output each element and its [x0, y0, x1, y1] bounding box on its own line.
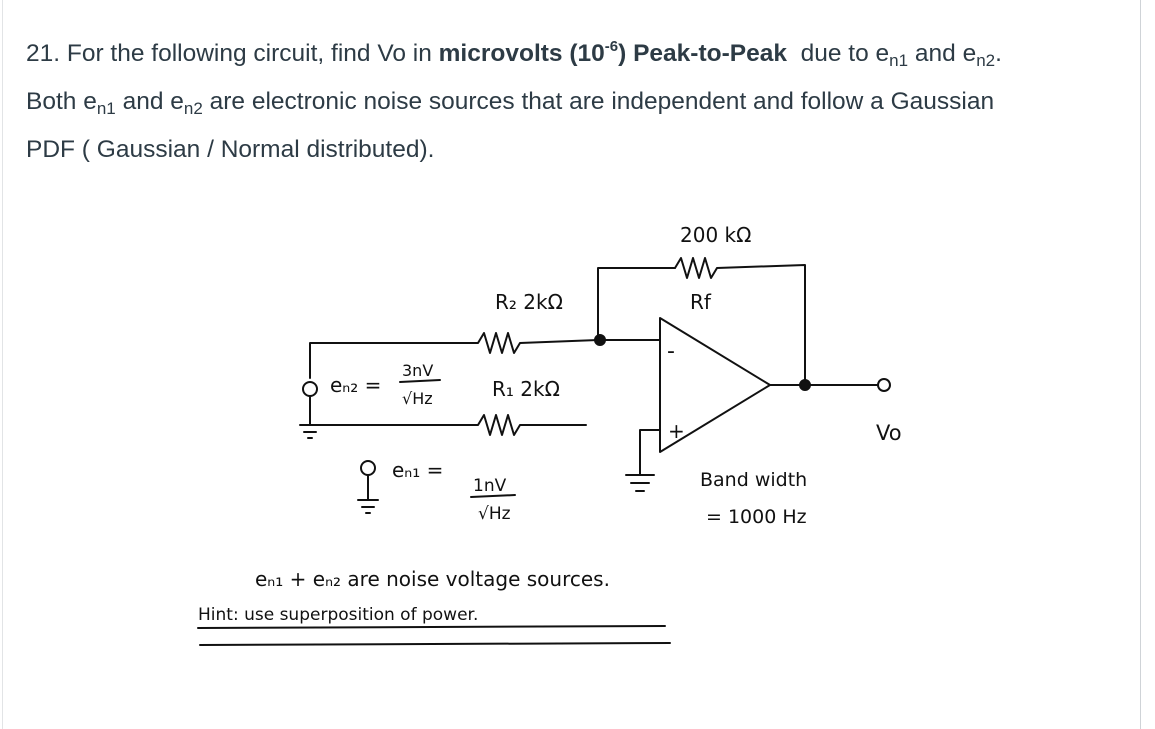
resistor-r1 — [309, 399, 587, 436]
en1-label: eₙ₁ = — [392, 458, 443, 482]
output-vo-label: Vo — [876, 421, 902, 445]
r1-label: R₁ 2kΩ — [492, 377, 560, 401]
question-number: 21. — [26, 40, 61, 67]
opamp-plus-label: + — [668, 419, 685, 443]
en1-numerator: 1nV — [473, 476, 507, 496]
en1-denominator: √Hz — [478, 504, 511, 524]
ground-en2 — [299, 424, 321, 439]
node-inverting — [594, 334, 606, 346]
hint-underline-1 — [197, 625, 666, 629]
en2-numerator: 3nV — [402, 361, 433, 380]
resistor-rf — [674, 257, 806, 386]
hint-text: Hint: use superposition of power. — [198, 605, 478, 625]
ground-noninverting — [625, 474, 655, 492]
en2-denominator: √Hz — [402, 389, 433, 408]
node-output — [799, 379, 811, 391]
question-line-1: 21. For the following circuit, find Vo i… — [26, 38, 1002, 70]
opamp-minus-label: - — [667, 339, 675, 364]
panel-left-border — [2, 0, 3, 729]
question-text: 21. For the following circuit, find Vo i… — [26, 26, 1126, 170]
output-terminal — [877, 378, 891, 392]
noise-note: eₙ₁ + eₙ₂ are noise voltage sources. — [255, 567, 610, 591]
rf-name-label: Rf — [690, 290, 712, 314]
wire-feedback-left — [597, 267, 676, 341]
op-amp-triangle — [659, 317, 771, 453]
source-en1 — [360, 460, 376, 476]
hint-underline-2 — [199, 642, 671, 646]
en2-label: eₙ₂ = — [330, 373, 381, 397]
r2-label: R₂ 2kΩ — [495, 290, 563, 314]
ground-en1 — [357, 499, 379, 514]
wire-noninverting — [639, 429, 661, 476]
bold-units: microvolts (10-6) Peak-to-Peak — [438, 38, 787, 67]
bandwidth-label: Band width — [700, 469, 807, 491]
question-line-3: PDF ( Gaussian / Normal distributed). — [26, 136, 435, 163]
rf-value-label: 200 kΩ — [680, 223, 751, 247]
en2-fraction-bar — [399, 379, 441, 383]
resistor-r2 — [309, 332, 661, 379]
en1-fraction-bar — [470, 494, 516, 498]
source-en2 — [302, 381, 318, 397]
question-line-2: Both en1 and en2 are electronic noise so… — [26, 88, 995, 118]
bandwidth-value: = 1000 Hz — [706, 506, 807, 528]
